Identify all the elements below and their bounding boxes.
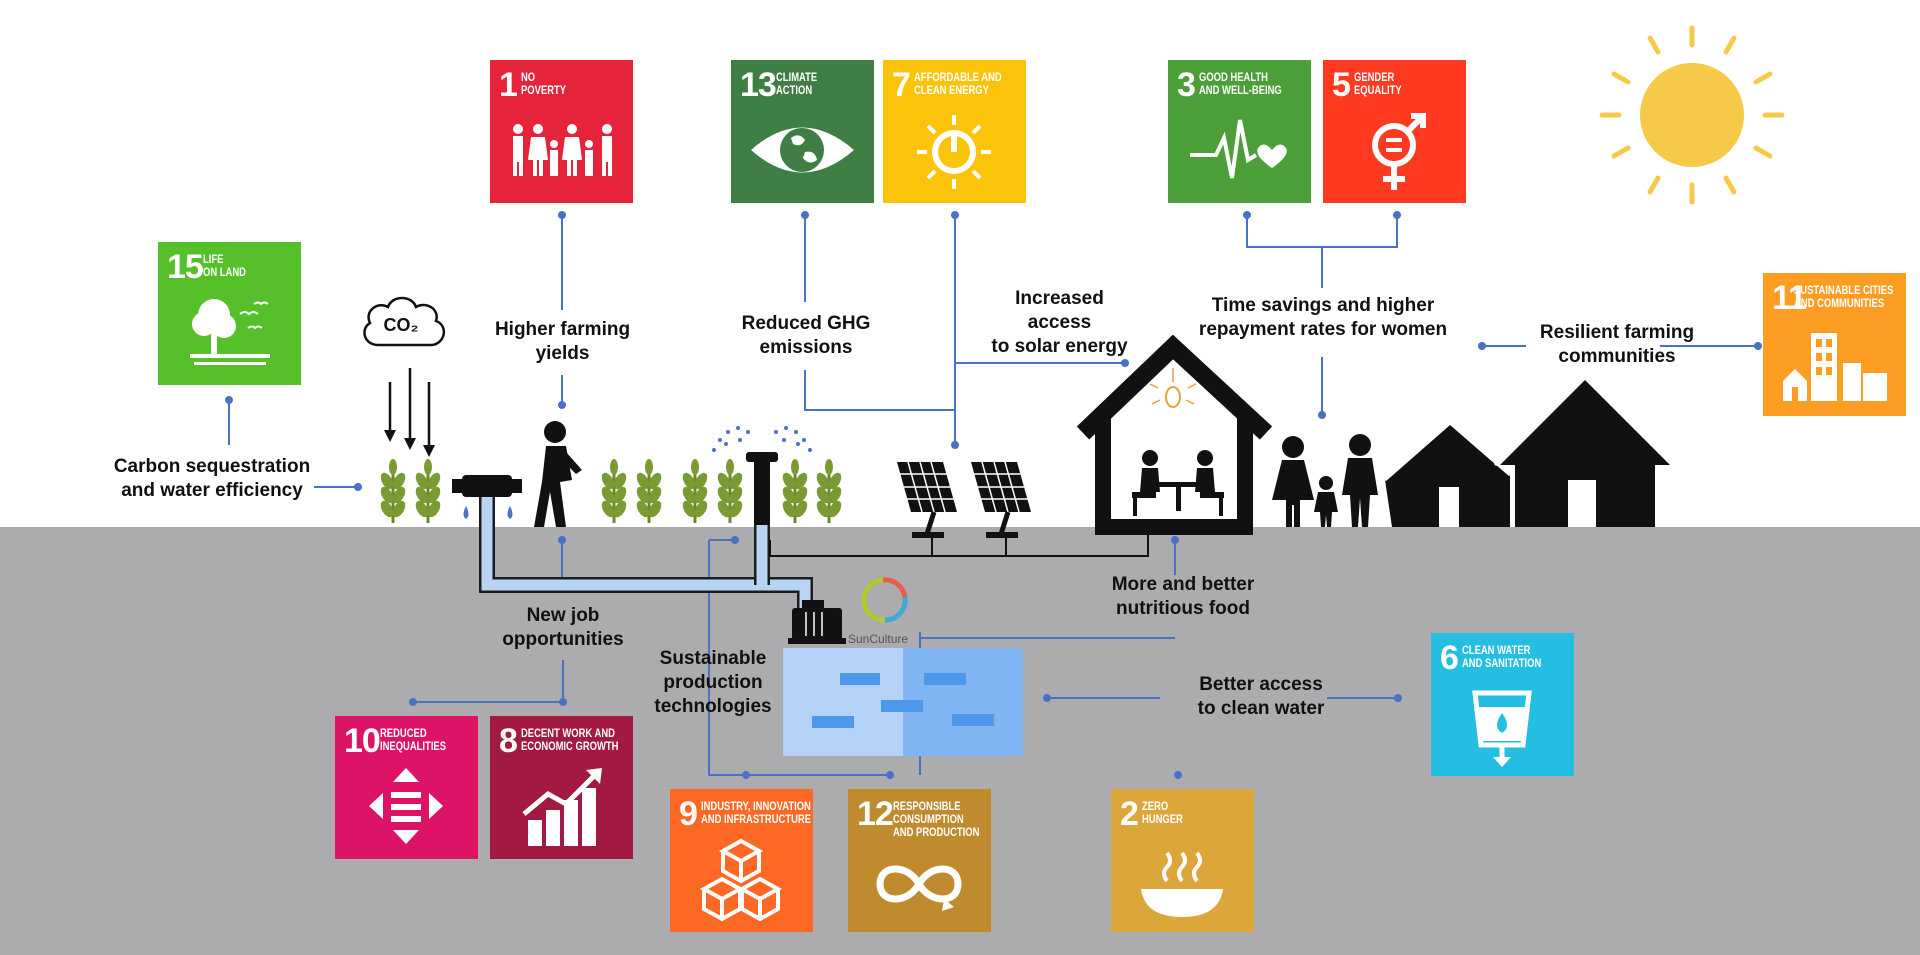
sdg12-name: Responsible Consumption and Production [893,801,980,839]
sdg11-number: 11 [1772,279,1807,317]
water-tank [783,648,1023,756]
sdg1-no-poverty-tile: 1 No Poverty [490,60,633,203]
sdg12-responsible-consumption-tile: 12 Responsible Consumption and Productio… [848,789,991,932]
sdg9-industry-innovation-tile: 9 Industry, Innovation and Infrastructur… [670,789,813,932]
sdg7-number: 7 [892,66,911,104]
sdg8-number: 8 [499,722,518,760]
sdg6-name: Clean Water and Sanitation [1462,645,1542,670]
sdg13-climate-action-tile: 13 Climate Action [731,60,874,203]
connector-dots [225,211,1762,779]
water-glass-icon [1472,690,1532,767]
sdg12-number: 12 [857,795,894,833]
houses-icon [1384,373,1677,527]
power-sun-icon [917,115,991,189]
family-people-icon [1272,434,1378,527]
co2-arrows [384,368,435,457]
irrigation-pipe [452,475,813,615]
sunculture-logo-icon [861,577,908,623]
sdg3-name: Good Health and Well-Being [1199,72,1282,97]
farmer-icon [534,421,582,527]
label-clean-water-access: Better access to clean water [1197,674,1325,719]
infinity-icon [876,865,962,911]
label-solar-access: Increased access to solar energy [991,288,1128,357]
label-resilient-communities: Resilient farming communities [1539,322,1695,367]
tree-birds-icon [190,299,270,365]
gender-equality-icon [1372,113,1426,190]
sdg1-name: No Poverty [521,72,567,97]
sdg11-sustainable-cities-tile: 11 Sustainable Cities and Communities [1763,273,1906,416]
sprinkler-icon [712,426,812,525]
sdg3-number: 3 [1177,66,1196,104]
sdg2-zero-hunger-tile: 2 Zero Hunger [1111,789,1254,932]
home-icon [1076,334,1273,535]
growth-chart-icon [522,768,602,846]
sunculture-brand-text: SunCulture [848,632,909,646]
label-sustainable-production: Sustainable production technologies [654,648,772,717]
sdg6-number: 6 [1440,639,1459,677]
sdg10-number: 10 [344,722,381,760]
label-nutritious-food: More and better nutritious food [1111,574,1255,619]
sdg9-name: Industry, Innovation and Infrastructure [701,801,812,826]
sdg13-number: 13 [740,66,777,104]
sdg9-number: 9 [679,795,698,833]
pump-icon [788,600,846,644]
sun-icon [1599,25,1785,205]
sdg10-reduced-inequalities-tile: 10 Reduced Inequalities [335,716,478,859]
sdg15-life-on-land-tile: 15 Life On Land [158,242,301,385]
crop-plants [376,457,846,525]
heartbeat-icon [1190,119,1287,179]
cubes-icon [699,838,783,922]
sdg7-affordable-energy-tile: 7 Affordable and Clean Energy [883,60,1026,203]
inequality-arrows-icon [369,768,443,844]
label-carbon-sequestration: Carbon sequestration and water efficienc… [113,456,311,501]
sdg5-gender-equality-tile: 5 Gender Equality [1323,60,1466,203]
sdg11-name: Sustainable Cities and Communities [1794,285,1894,310]
co2-label: CO₂ [383,315,419,335]
sdg10-name: Reduced Inequalities [380,728,447,753]
sdg7-name: Affordable and Clean Energy [914,72,1002,97]
sdg5-name: Gender Equality [1354,72,1402,97]
sdg3-good-health-tile: 3 Good Health and Well-Being [1168,60,1311,203]
label-higher-farming-yields: Higher farming yields [494,319,631,364]
sdg2-name: Zero Hunger [1142,801,1183,826]
sdg6-clean-water-tile: 6 Clean Water and Sanitation [1431,633,1574,776]
eye-globe-icon [751,127,854,173]
buildings-icon [1783,333,1887,401]
sdg8-decent-work-tile: 8 Decent Work and Economic Growth [490,716,633,859]
solar-panels [897,462,1031,538]
sdg13-name: Climate Action [776,72,818,97]
sdg15-name: Life On Land [203,254,246,279]
sdg8-name: Decent Work and Economic Growth [521,728,619,753]
co2-cloud-icon [363,296,445,347]
sdg5-number: 5 [1332,66,1351,104]
label-new-jobs: New job opportunities [502,605,624,650]
family-icon [513,124,612,176]
sdg1-number: 1 [499,66,518,104]
sdg15-number: 15 [167,248,204,286]
label-time-savings-women: Time savings and higher repayment rates … [1198,295,1448,340]
bowl-icon [1141,851,1223,917]
label-reduced-ghg: Reduced GHG emissions [741,313,871,358]
sdg2-number: 2 [1120,795,1139,833]
